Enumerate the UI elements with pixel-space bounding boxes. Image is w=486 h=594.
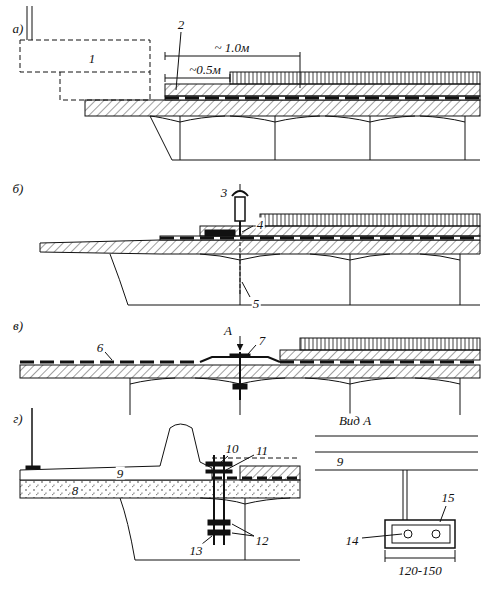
callout-label: 5 — [252, 297, 261, 310]
callout-label: 12 — [255, 534, 270, 547]
callout-label: 9 — [116, 467, 125, 480]
callout-label: 13 — [189, 544, 204, 557]
callout-label: 1 — [88, 52, 97, 65]
callout-label: 7 — [258, 334, 267, 347]
panel-c — [20, 336, 480, 415]
callout-label: в) — [12, 319, 24, 332]
callout-label: 10 — [225, 442, 240, 455]
callout-label: г) — [12, 412, 23, 425]
panel-d — [20, 408, 300, 560]
callout-label: 8 — [71, 484, 80, 497]
panel-b — [40, 184, 480, 305]
callout-label: а) — [12, 22, 25, 35]
callout-label: 4 — [256, 218, 265, 231]
callout-label: 15 — [441, 491, 456, 504]
callout-label: А — [223, 324, 233, 337]
callout-label: ~0.5м — [188, 63, 222, 76]
callout-label: 2 — [177, 18, 186, 31]
callout-label: 11 — [255, 444, 269, 457]
callout-label: Вид А — [338, 414, 372, 427]
callout-label: ~ 1.0м — [214, 41, 251, 54]
callout-label: 14 — [345, 534, 360, 547]
callout-label: 6 — [96, 341, 105, 354]
callout-label: 3 — [220, 186, 229, 199]
callout-label: 9 — [336, 455, 345, 468]
view-a — [315, 436, 478, 562]
callout-label: б) — [12, 182, 25, 195]
panel-a — [20, 6, 480, 160]
callout-label: 120-150 — [397, 564, 442, 577]
